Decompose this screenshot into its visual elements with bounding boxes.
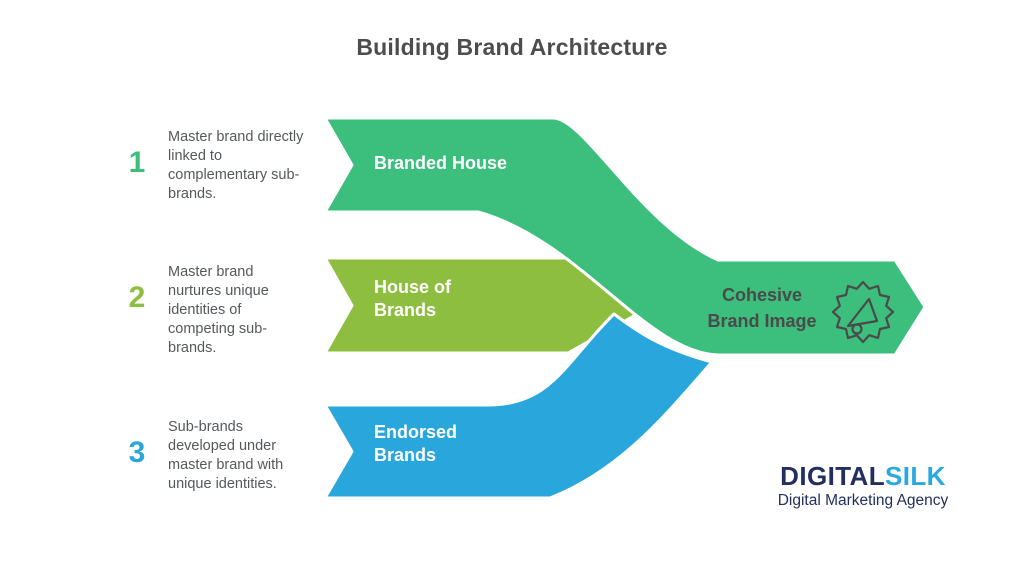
result-label: Cohesive Brand Image: [707, 285, 817, 331]
logo-word-silk: SILK: [885, 461, 946, 491]
ribbon-endorsed-brands: [323, 312, 714, 500]
ribbon-label-branded-house: Branded House: [374, 153, 508, 173]
ribbon-label-house-of-brands: House of Brands: [374, 277, 452, 320]
logo-word-digital: DIGITAL: [780, 461, 886, 491]
step-2-number: 2: [128, 281, 146, 314]
ribbon-label-endorsed-brands: Endorsed Brands: [374, 422, 458, 465]
step-1-description: Master brand directly linked to compleme…: [168, 129, 304, 202]
logo-tagline: Digital Marketing Agency: [777, 492, 949, 509]
megaphone-cone: [846, 297, 879, 328]
step-3-number: 3: [128, 436, 146, 469]
megaphone-handle: [851, 323, 863, 335]
step-3-description: Sub-brands developed under master brand …: [168, 419, 284, 492]
step-1-number: 1: [128, 146, 146, 179]
digital-silk-logo: DIGITALSILK Digital Marketing Agency: [768, 462, 958, 510]
ribbon-branded-house-to-result: [323, 116, 927, 357]
megaphone-badge-icon: [831, 280, 895, 344]
logo-wordmark: DIGITALSILK: [768, 462, 958, 490]
badge-starburst-outline: [831, 280, 895, 344]
step-2-description: Master brand nurtures unique identities …: [168, 264, 269, 356]
page-title: Building Brand Architecture: [356, 34, 668, 60]
